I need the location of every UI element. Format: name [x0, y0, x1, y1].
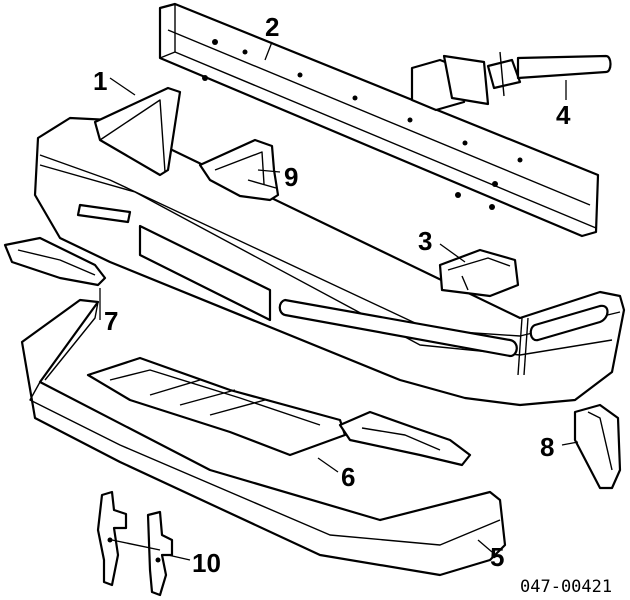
callout-7: 7	[104, 306, 118, 336]
part-10-brackets	[96, 490, 174, 597]
callout-6: 6	[341, 462, 355, 492]
part-8-end-cap	[573, 403, 622, 490]
callout-3: 3	[418, 226, 432, 256]
callout-10: 10	[192, 548, 221, 578]
part-6-air-deflector	[86, 356, 472, 467]
part-4-energy-absorber	[410, 51, 612, 112]
callout-2: 2	[265, 12, 279, 42]
part-1-bumper-cover	[33, 86, 626, 407]
callout-1: 1	[93, 66, 107, 96]
part-3-bracket	[438, 248, 520, 298]
callout-8: 8	[540, 432, 554, 462]
part-2-reinforcement-bar	[158, 2, 600, 238]
callout-4: 4	[556, 100, 571, 130]
callout-5: 5	[490, 542, 504, 572]
part-5-lower-valance	[20, 298, 507, 577]
callout-9: 9	[284, 162, 298, 192]
leader-lines	[99, 41, 579, 561]
part-7-side-bracket	[3, 236, 107, 287]
diagram-code: 047-00421	[520, 577, 612, 597]
part-9-bracket	[198, 138, 280, 202]
